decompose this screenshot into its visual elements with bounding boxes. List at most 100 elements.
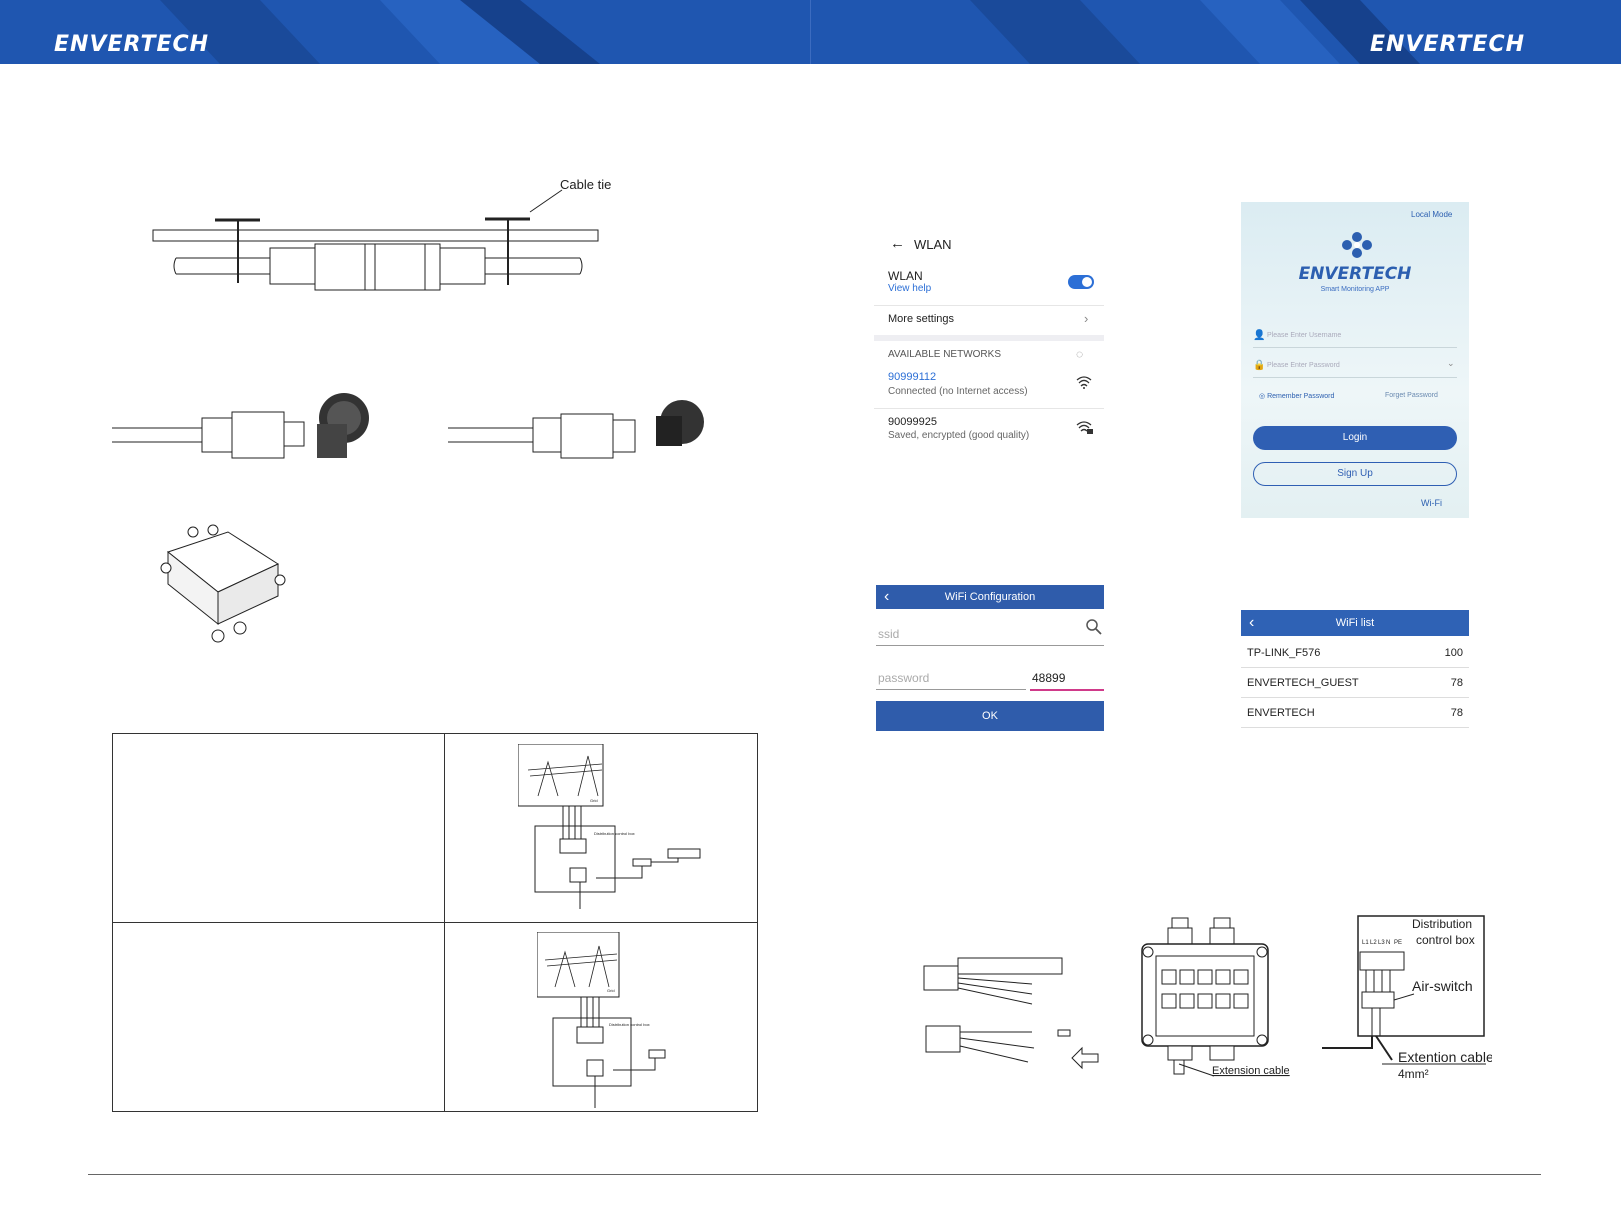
- wifi-list-title: WiFi list: [1335, 617, 1375, 629]
- header-bar: ENVERTECH ENVERTECH: [0, 0, 1621, 64]
- air-switch-label: Air-switch: [1412, 978, 1473, 994]
- login-tagline: Smart Monitoring APP: [1320, 286, 1390, 293]
- loading-spinner-icon: ◌: [1076, 347, 1084, 361]
- wifi-config-title: WiFi Configuration: [944, 591, 1036, 603]
- wifi-list-item[interactable]: TP-LINK_F576 100: [1241, 638, 1469, 668]
- chevron-right-icon: ›: [1084, 311, 1089, 326]
- username-underline: [1253, 347, 1457, 348]
- password-field[interactable]: 48899: [1032, 671, 1066, 685]
- wlan-settings-screen: ← WLAN WLAN View help More settings › AV…: [874, 231, 1104, 451]
- wifi-signal: 78: [1450, 677, 1463, 689]
- network-item-2[interactable]: 90099925 Saved, encrypted (good quality): [874, 416, 1104, 446]
- wifi-configuration-screen: ‹ WiFi Configuration ssid password 48899…: [876, 585, 1104, 731]
- wifi-list-item[interactable]: ENVERTECH_GUEST 78: [1241, 668, 1469, 698]
- wifi-list-item[interactable]: ENVERTECH 78: [1241, 698, 1469, 728]
- network-name-2: 90099925: [888, 416, 937, 428]
- network-name-1: 90999112: [888, 371, 937, 383]
- junction-box-top-view: Extension cable: [1141, 917, 1290, 1077]
- grid-connection-table: Grid Distribution control box Grid Distr…: [112, 733, 758, 1112]
- chevron-down-icon[interactable]: ⌄: [1447, 358, 1455, 368]
- wlan-header: ← WLAN: [874, 235, 1104, 255]
- terminal-label-l3: L3: [1378, 940, 1385, 946]
- extention-cable-label: Extention cable: [1398, 1049, 1492, 1065]
- back-arrow-icon[interactable]: ←: [890, 235, 905, 252]
- password-input[interactable]: Please Enter Password: [1267, 362, 1340, 369]
- view-help-link[interactable]: View help: [888, 283, 932, 294]
- password-label-underline: [876, 689, 1026, 690]
- distribution-box-line2: control box: [1416, 933, 1475, 947]
- wifi-signal-icon: [1076, 376, 1092, 389]
- extension-cable-label: Extension cable: [1212, 1065, 1290, 1077]
- terminal-label-pe: PE: [1394, 940, 1402, 946]
- separator: [874, 305, 1104, 306]
- junction-box-iso: [160, 524, 286, 643]
- grid-diagram-three-phase: Grid Distribution control box: [518, 744, 701, 909]
- password-focus-underline: [1030, 689, 1104, 691]
- wlan-toggle-row[interactable]: WLAN View help: [874, 269, 1104, 299]
- network-item-1[interactable]: 90999112 Connected (no Internet access): [874, 371, 1104, 401]
- back-chevron-icon[interactable]: ‹: [1249, 614, 1255, 631]
- wifi-signal: 78: [1450, 707, 1463, 719]
- login-button[interactable]: Login: [1253, 426, 1457, 450]
- wlan-label: WLAN: [888, 269, 923, 283]
- connector-right-diagram: [448, 400, 704, 459]
- username-input[interactable]: Please Enter Username: [1267, 332, 1342, 339]
- connector-left-diagram: [112, 393, 369, 459]
- wifi-name: ENVERTECH: [1247, 707, 1315, 719]
- wifi-list-titlebar: ‹ WiFi list: [1241, 610, 1469, 636]
- password-field-label: password: [878, 671, 930, 685]
- wifi-config-titlebar: ‹ WiFi Configuration: [876, 585, 1104, 609]
- cable-tie-diagram: Cable tie: [152, 177, 611, 291]
- grid-label-2: Grid: [607, 988, 615, 993]
- wifi-list-screen: ‹ WiFi list TP-LINK_F576 100 ENVERTECH_G…: [1241, 610, 1469, 728]
- distribution-box-line1: Distribution: [1412, 917, 1472, 931]
- terminal-label-l1: L1: [1362, 940, 1369, 946]
- cable-tie-label: Cable tie: [560, 177, 611, 192]
- wifi-name: ENVERTECH_GUEST: [1247, 677, 1359, 689]
- section-gap: [874, 335, 1104, 341]
- grid-diagram-single-phase: Grid Distribution control box: [537, 932, 666, 1108]
- distribution-box-label-2: Distribution control box: [609, 1022, 650, 1027]
- brand-logo-left: ENVERTECH: [54, 32, 210, 57]
- cable-stripping-diagram: [923, 957, 1099, 1070]
- wifi-signal: 100: [1444, 647, 1463, 659]
- network-status-1: Connected (no Internet access): [888, 386, 1028, 397]
- footer-divider: [88, 1174, 1541, 1175]
- password-underline: [1253, 377, 1457, 378]
- more-settings-label: More settings: [888, 313, 955, 325]
- separator: [874, 408, 1104, 409]
- app-login-screen: Local Mode ENVERTECH Smart Monitoring AP…: [1241, 202, 1469, 518]
- more-settings-row[interactable]: More settings ›: [874, 311, 1104, 331]
- back-chevron-icon[interactable]: ‹: [884, 588, 890, 605]
- header-stripes: [160, 0, 1420, 64]
- sign-up-button[interactable]: Sign Up: [1253, 462, 1457, 486]
- distribution-box-diagram: Distribution control box L1 L2 L3 N PE A…: [1322, 915, 1492, 1081]
- available-networks-header: AVAILABLE NETWORKS ◌: [874, 347, 1104, 363]
- grid-label-1: Grid: [590, 798, 598, 803]
- app-logo-icon: [1342, 232, 1372, 258]
- remember-password-label: Remember Password: [1267, 393, 1335, 400]
- ssid-input[interactable]: ssid: [878, 627, 900, 641]
- wlan-title: WLAN: [914, 237, 952, 252]
- ssid-underline: [876, 645, 1104, 646]
- terminal-label-n: N: [1386, 940, 1390, 946]
- wifi-locked-icon: [1076, 421, 1093, 434]
- wifi-name: TP-LINK_F576: [1247, 647, 1321, 659]
- available-networks-label: AVAILABLE NETWORKS: [888, 349, 1001, 360]
- forget-password-link[interactable]: Forget Password: [1385, 392, 1438, 399]
- wlan-toggle[interactable]: [1068, 275, 1094, 289]
- network-status-2: Saved, encrypted (good quality): [888, 430, 1030, 441]
- local-mode-link[interactable]: Local Mode: [1411, 210, 1453, 219]
- brand-logo-right: ENVERTECH: [1370, 32, 1526, 57]
- header-divider: [810, 0, 811, 64]
- distribution-box-label-1: Distribution control box: [594, 831, 635, 836]
- search-icon[interactable]: [1086, 619, 1102, 635]
- lock-icon: 🔒: [1253, 360, 1266, 371]
- user-icon: 👤: [1253, 330, 1266, 341]
- login-brand: ENVERTECH: [1298, 264, 1412, 284]
- ok-button[interactable]: OK: [876, 701, 1104, 731]
- terminal-label-l2: L2: [1370, 940, 1377, 946]
- cable-size-label: 4mm²: [1398, 1067, 1429, 1081]
- wifi-link[interactable]: Wi-Fi: [1421, 498, 1442, 508]
- remember-password-checkbox[interactable]: ◎ Remember Password: [1259, 393, 1335, 400]
